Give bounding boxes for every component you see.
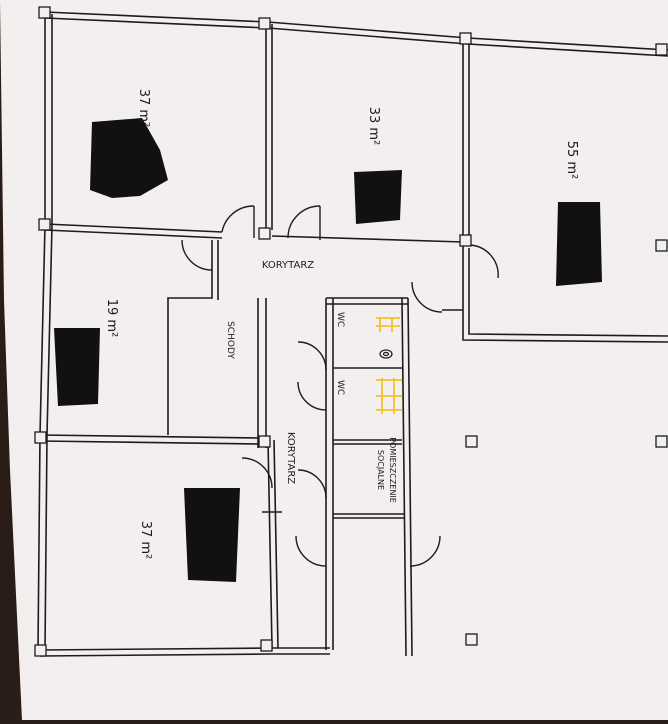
wall-19-bottom bbox=[39, 434, 263, 439]
wc-fixture-sketches bbox=[376, 317, 402, 414]
redaction-tm bbox=[354, 170, 402, 224]
wc-right-wall-b bbox=[407, 297, 413, 657]
room-55-bottom-b bbox=[468, 248, 668, 337]
top-wall-inner bbox=[44, 17, 668, 57]
column-4 bbox=[655, 43, 668, 56]
stairs-label: SCHODY bbox=[225, 321, 235, 359]
wc-fixture-bottom bbox=[376, 378, 402, 414]
columns bbox=[34, 6, 668, 657]
column-7 bbox=[459, 234, 472, 247]
column-1 bbox=[38, 6, 51, 19]
area-label-top-right: 55 m² bbox=[564, 141, 579, 180]
door-arc-lower bbox=[295, 535, 327, 567]
wc-label-1: WC bbox=[335, 312, 345, 327]
redactions bbox=[54, 118, 602, 582]
corridor-label-top: KORYTARZ bbox=[262, 260, 314, 271]
door-arc-37b bbox=[241, 457, 273, 489]
wall-tl-bottom bbox=[44, 223, 223, 233]
wc-fixture-top bbox=[376, 317, 400, 332]
walls bbox=[37, 11, 668, 657]
storage-label-line2: SOCJALNE bbox=[376, 450, 385, 490]
bottom-wall-inner bbox=[39, 653, 330, 657]
top-wall bbox=[44, 11, 668, 51]
door-arc-wc2 bbox=[297, 381, 327, 411]
redaction-37b bbox=[184, 488, 240, 582]
wall-19-bottom-b bbox=[39, 440, 263, 445]
area-label-middle-left: 19 m² bbox=[104, 299, 119, 338]
wall-tl-bottom-b bbox=[44, 229, 223, 239]
room-55-bottom bbox=[462, 245, 668, 343]
redaction-tl bbox=[90, 118, 168, 198]
doors bbox=[181, 205, 499, 567]
wall-19-right bbox=[167, 240, 213, 435]
wall-tm-bottom bbox=[271, 235, 464, 243]
door-arc-1 bbox=[221, 205, 255, 233]
left-wall bbox=[37, 12, 46, 651]
corridor-left-wall-b bbox=[273, 439, 279, 649]
column-3 bbox=[459, 32, 472, 45]
area-label-top-middle: 33 m² bbox=[366, 107, 381, 146]
left-wall-inner bbox=[44, 14, 53, 651]
column-6 bbox=[258, 227, 271, 240]
column-14 bbox=[260, 639, 273, 652]
wc-right-wall bbox=[401, 297, 407, 657]
door-arc-5 bbox=[411, 281, 443, 313]
column-15 bbox=[465, 633, 478, 646]
column-10 bbox=[258, 435, 271, 448]
column-11 bbox=[465, 435, 478, 448]
column-12 bbox=[655, 435, 668, 448]
redaction-19 bbox=[54, 328, 100, 406]
column-13 bbox=[34, 644, 47, 657]
toilet-symbol bbox=[379, 349, 393, 359]
door-arc-wc1 bbox=[297, 341, 327, 371]
wc-label-2: WC bbox=[335, 380, 345, 395]
door-arc-storage bbox=[297, 469, 327, 499]
redaction-tr bbox=[556, 202, 602, 286]
corridor-label-vertical: KORYTARZ bbox=[285, 432, 296, 484]
door-arc-2 bbox=[287, 205, 321, 239]
door-arc-right bbox=[409, 535, 441, 567]
door-arc-4 bbox=[468, 244, 499, 279]
column-9 bbox=[34, 431, 47, 444]
area-label-bottom-left: 37 m² bbox=[138, 521, 153, 560]
column-5 bbox=[38, 218, 51, 231]
column-8 bbox=[655, 239, 668, 252]
door-arc-3 bbox=[181, 239, 213, 271]
storage-label-line1: POMIESZCZENIE bbox=[388, 437, 397, 503]
area-label-top-left: 37 m² bbox=[136, 89, 151, 128]
column-2 bbox=[258, 17, 271, 30]
